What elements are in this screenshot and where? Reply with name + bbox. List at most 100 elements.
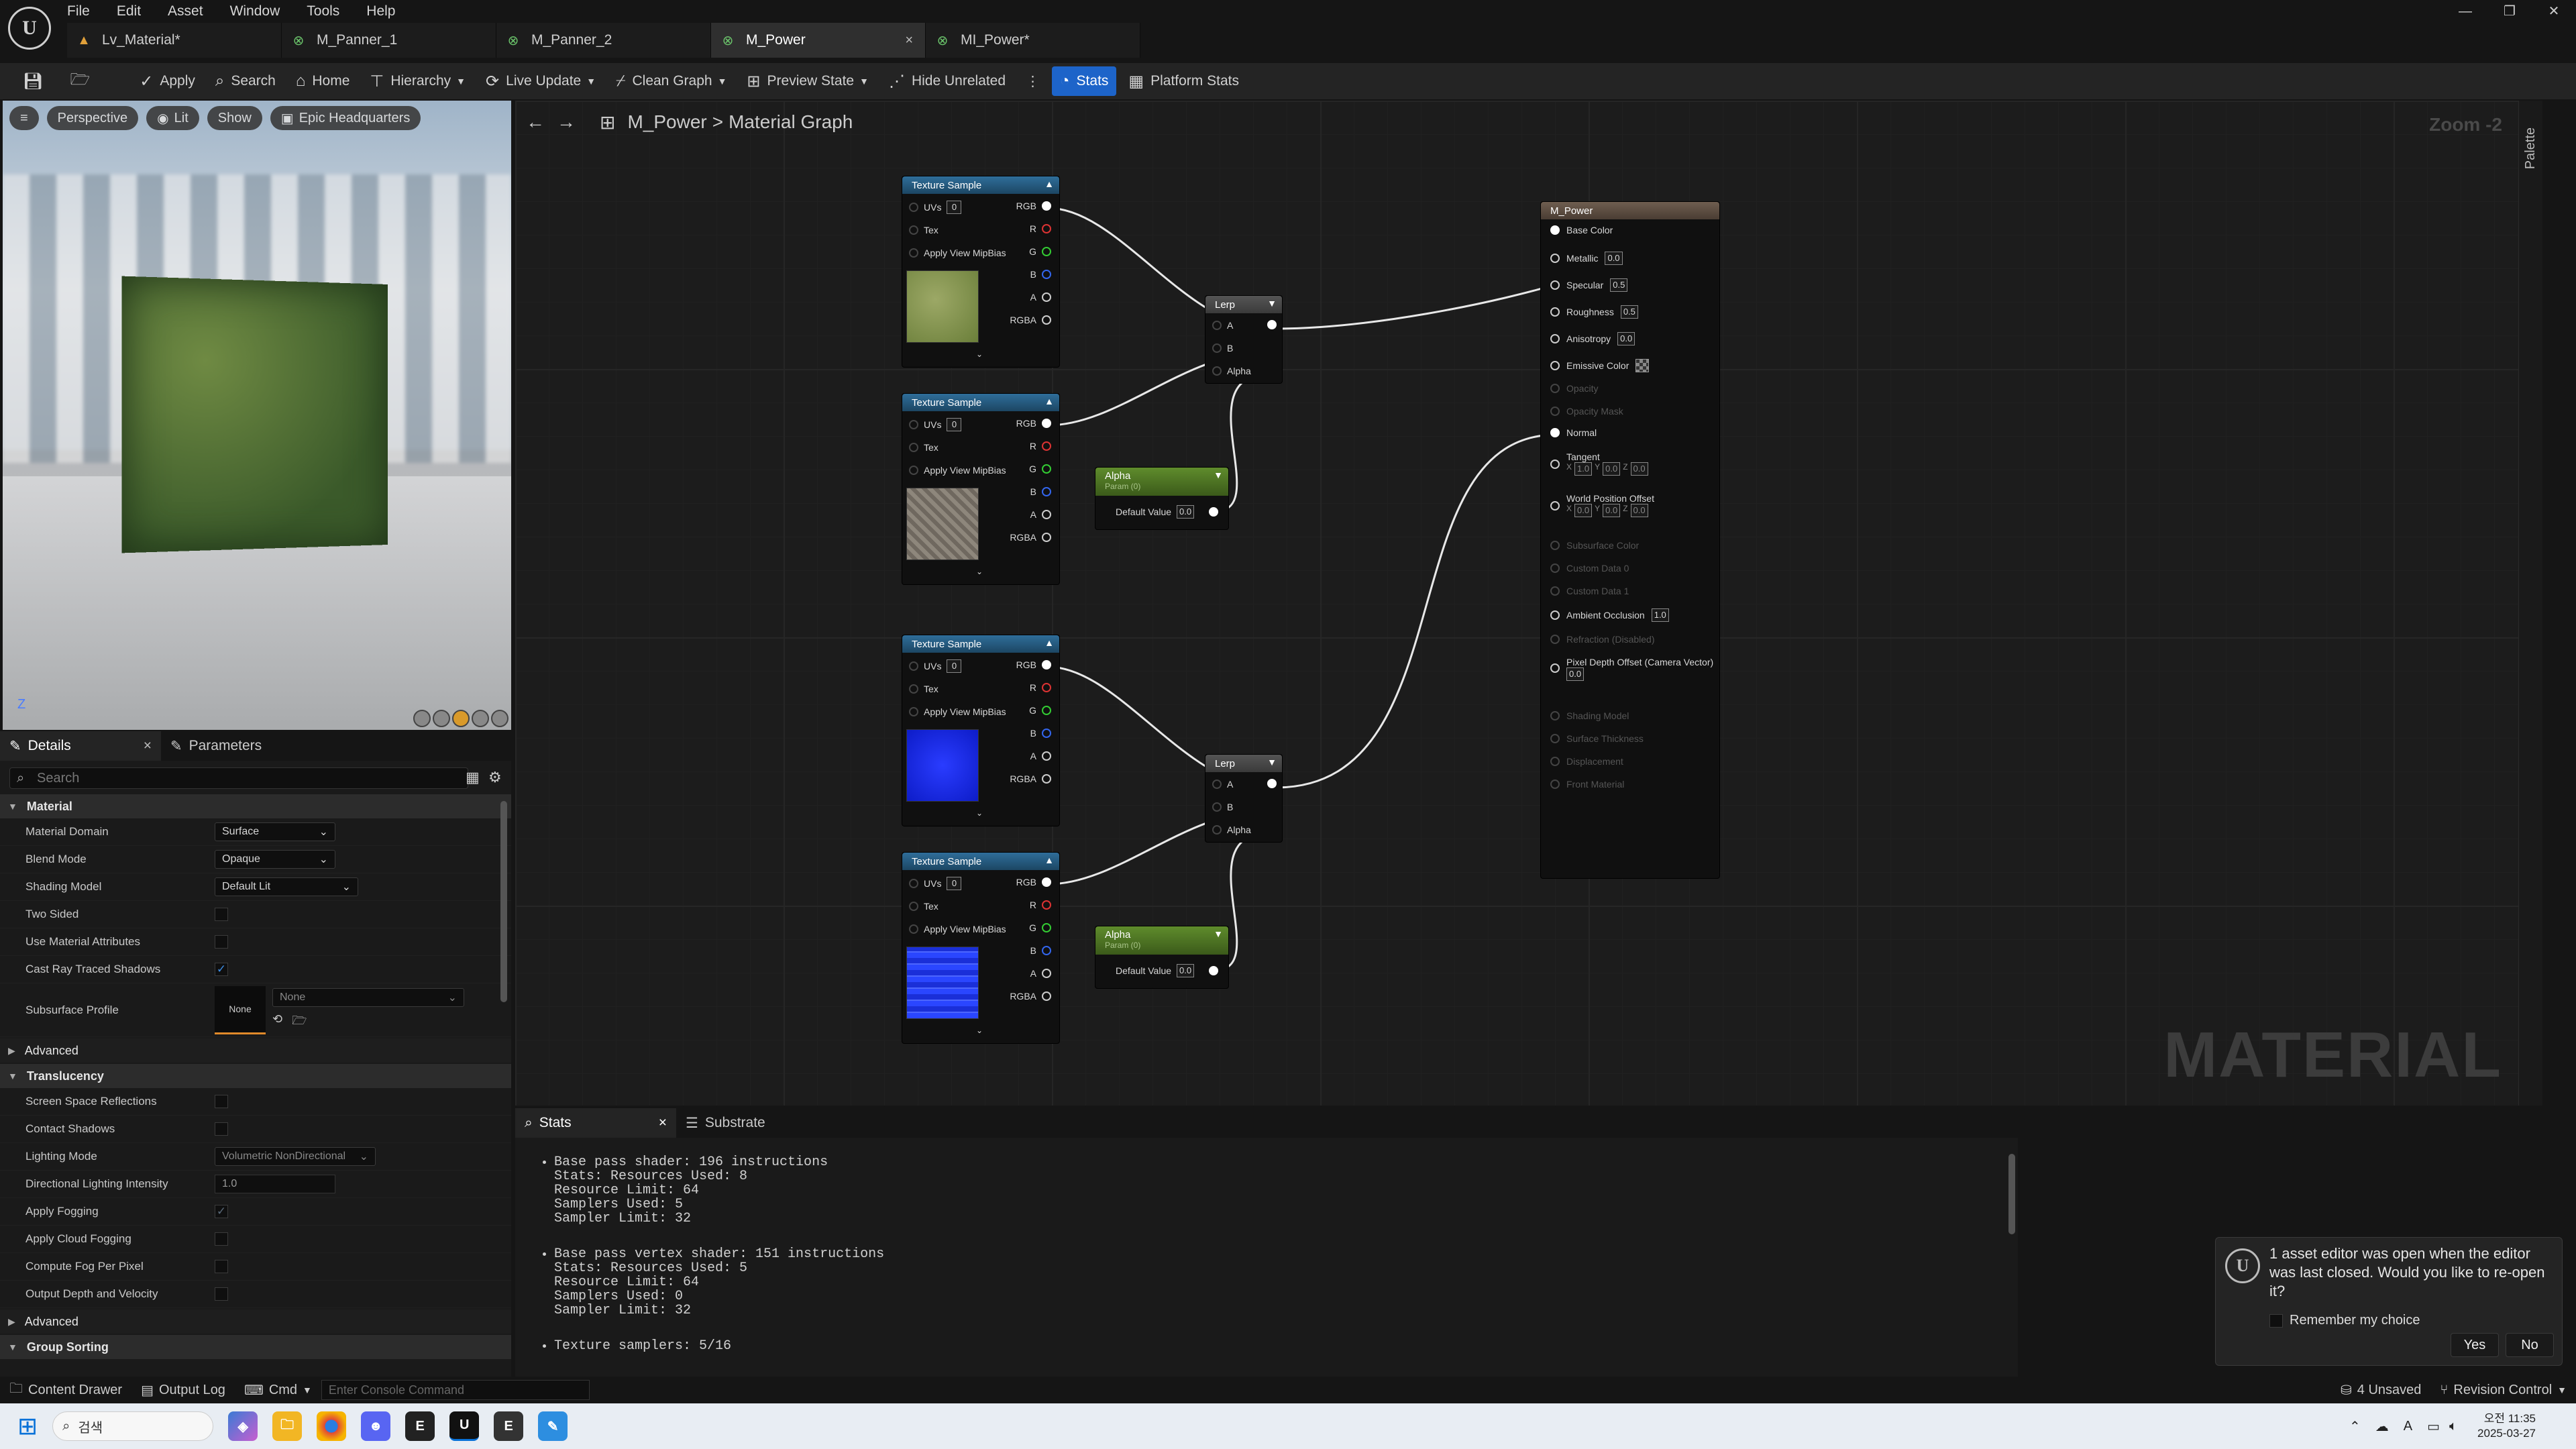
contact-shadows-checkbox[interactable] bbox=[215, 1122, 228, 1136]
teapot-mesh-icon[interactable] bbox=[491, 710, 508, 727]
minimize-icon[interactable]: — bbox=[2459, 4, 2472, 19]
windows-start-icon[interactable]: ⊞ bbox=[17, 1412, 38, 1440]
tab-mi-power[interactable]: ⊗MI_Power* bbox=[926, 23, 1140, 58]
screen-space-reflections-checkbox[interactable] bbox=[215, 1095, 228, 1108]
texture-thumbnail[interactable] bbox=[906, 270, 979, 343]
chevron-down-icon[interactable]: ▼ bbox=[1214, 470, 1223, 480]
tab-details[interactable]: ✎Details× bbox=[0, 731, 161, 761]
tab-stats[interactable]: ⌕Stats× bbox=[515, 1108, 676, 1138]
viewport-menu-button[interactable]: ≡ bbox=[9, 106, 39, 130]
file-explorer-icon[interactable]: 🗀 bbox=[272, 1411, 303, 1441]
output-rgba-pin[interactable]: RGBA bbox=[1010, 991, 1051, 1002]
app-icon[interactable]: ✎ bbox=[538, 1411, 568, 1441]
material-graph-canvas[interactable]: ← → ⊞ M_Power > Material Graph Zoom -2 M… bbox=[515, 101, 2542, 1106]
directional-lighting-intensity-input[interactable]: 1.0 bbox=[215, 1175, 335, 1193]
output-rgba-pin[interactable]: RGBA bbox=[1010, 532, 1051, 543]
uvs-input[interactable]: 0 bbox=[947, 201, 962, 214]
subsurface-profile-dropdown[interactable]: None⌄ bbox=[272, 987, 464, 1007]
output-a-pin[interactable]: A bbox=[1030, 509, 1051, 520]
details-search-input[interactable]: ⌕Search bbox=[9, 767, 468, 789]
blend-mode-dropdown[interactable]: Opaque⌄ bbox=[215, 850, 335, 869]
remember-choice[interactable]: Remember my choice bbox=[2269, 1313, 2420, 1328]
chevron-down-icon[interactable]: ▼ bbox=[1267, 298, 1277, 309]
search-button[interactable]: ⌕Search bbox=[215, 72, 276, 90]
tex-pin[interactable]: Tex bbox=[909, 901, 938, 912]
uvs-input[interactable]: 0 bbox=[947, 659, 962, 673]
collapse-arrow-icon[interactable]: ⌄ bbox=[976, 350, 983, 359]
save-button[interactable]: 💾︎ bbox=[15, 66, 58, 96]
lerp-output-pin[interactable] bbox=[1267, 779, 1277, 788]
output-rgba-pin[interactable]: RGBA bbox=[1010, 315, 1051, 325]
emissive-color-swatch[interactable] bbox=[1635, 359, 1650, 372]
no-button[interactable]: No bbox=[2506, 1333, 2554, 1357]
cylinder-mesh-icon[interactable] bbox=[413, 710, 431, 727]
unsaved-button[interactable]: ⛁4 Unsaved bbox=[2341, 1382, 2422, 1398]
settings-gear-icon[interactable]: ⚙ bbox=[488, 769, 502, 786]
output-g-pin[interactable]: G bbox=[1029, 705, 1051, 716]
home-button[interactable]: ⌂Home bbox=[295, 72, 350, 90]
tab-lv-material[interactable]: ▲Lv_Material* bbox=[67, 23, 282, 58]
epic-games-icon[interactable]: E bbox=[405, 1411, 435, 1441]
roughness-input[interactable]: 0.5 bbox=[1620, 305, 1638, 319]
output-b-pin[interactable]: B bbox=[1030, 269, 1051, 280]
browse-button[interactable]: 🗁 bbox=[62, 66, 105, 96]
chevron-up-icon[interactable]: ▲ bbox=[1044, 396, 1054, 407]
tangent-x-input[interactable]: 1.0 bbox=[1574, 462, 1593, 476]
clean-graph-button[interactable]: ⌿Clean Graph▼ bbox=[616, 72, 727, 90]
lerp-pin-a[interactable]: A bbox=[1212, 320, 1233, 331]
hierarchy-button[interactable]: ⊤Hierarchy▼ bbox=[370, 72, 466, 91]
lighting-mode-dropdown[interactable]: Volumetric NonDirectional⌄ bbox=[215, 1147, 376, 1166]
subsurface-profile-thumbnail[interactable]: None bbox=[215, 985, 266, 1034]
stats-button[interactable]: ◔Stats bbox=[1052, 66, 1117, 96]
apply-button[interactable]: ✓Apply bbox=[140, 72, 195, 91]
category-material[interactable]: ▼Material bbox=[0, 794, 511, 818]
menu-edit[interactable]: Edit bbox=[116, 3, 142, 19]
tab-m-panner-1[interactable]: ⊗M_Panner_1 bbox=[282, 23, 496, 58]
uvs-input[interactable]: 0 bbox=[947, 877, 962, 890]
browse-folder-icon[interactable]: 🗁 bbox=[292, 1013, 307, 1027]
tray-chevron-icon[interactable]: ⌃ bbox=[2349, 1419, 2361, 1434]
mipbias-pin[interactable]: Apply View MipBias bbox=[909, 706, 1006, 717]
output-rgb-pin[interactable]: RGB bbox=[1016, 201, 1051, 211]
mipbias-pin[interactable]: Apply View MipBias bbox=[909, 924, 1006, 934]
lerp-output-pin[interactable] bbox=[1267, 320, 1277, 329]
copilot-icon[interactable]: ◈ bbox=[228, 1411, 258, 1441]
unreal-editor-taskbar-icon[interactable]: U bbox=[449, 1411, 480, 1441]
output-rgb-pin[interactable]: RGB bbox=[1016, 877, 1051, 888]
output-r-pin[interactable]: R bbox=[1030, 223, 1051, 234]
input-pixel-depth-offset[interactable]: Pixel Depth Offset (Camera Vector)0.0 bbox=[1550, 657, 1713, 681]
lit-button[interactable]: ◉Lit bbox=[146, 106, 199, 130]
category-advanced[interactable]: ▶Advanced bbox=[0, 1038, 511, 1063]
restore-icon[interactable]: ❐ bbox=[2504, 4, 2516, 19]
apply-cloud-fogging-checkbox[interactable] bbox=[215, 1232, 228, 1246]
tex-pin[interactable]: Tex bbox=[909, 442, 938, 453]
material-domain-dropdown[interactable]: Surface⌄ bbox=[215, 822, 335, 841]
lerp-node-2[interactable]: Lerp▼ A B Alpha bbox=[1205, 754, 1283, 843]
output-rgba-pin[interactable]: RGBA bbox=[1010, 773, 1051, 784]
category-translucency[interactable]: ▼Translucency bbox=[0, 1064, 511, 1088]
preview-state-button[interactable]: ⊞Preview State▼ bbox=[747, 72, 869, 91]
default-value-input[interactable]: 0.0 bbox=[1177, 964, 1195, 977]
output-depth-velocity-checkbox[interactable] bbox=[215, 1287, 228, 1301]
output-a-pin[interactable]: A bbox=[1030, 292, 1051, 303]
wpo-x-input[interactable]: 0.0 bbox=[1574, 504, 1593, 517]
show-button[interactable]: Show bbox=[207, 106, 262, 130]
wpo-y-input[interactable]: 0.0 bbox=[1603, 504, 1621, 517]
output-b-pin[interactable]: B bbox=[1030, 486, 1051, 497]
live-update-button[interactable]: ⟳Live Update▼ bbox=[486, 72, 596, 91]
metallic-input[interactable]: 0.0 bbox=[1605, 252, 1623, 265]
close-tab-icon[interactable]: × bbox=[905, 32, 913, 48]
output-r-pin[interactable]: R bbox=[1030, 682, 1051, 693]
mipbias-pin[interactable]: Apply View MipBias bbox=[909, 248, 1006, 258]
ambient-occlusion-input[interactable]: 1.0 bbox=[1651, 608, 1669, 622]
tab-substrate[interactable]: ☰Substrate bbox=[686, 1115, 765, 1131]
